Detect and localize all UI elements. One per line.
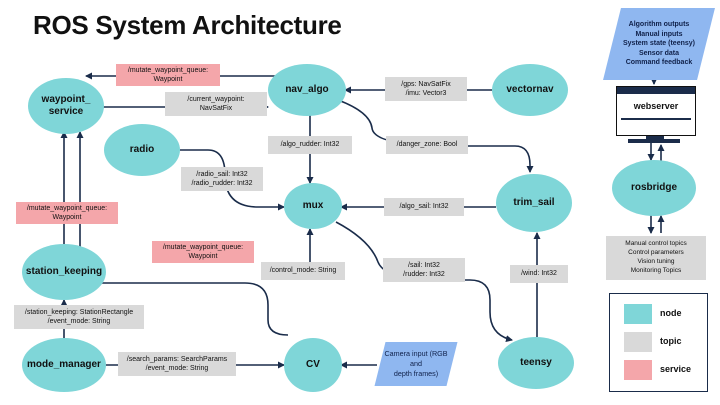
- node-cv: CV: [284, 338, 342, 392]
- topic-danger-zone: /danger_zone: Bool: [386, 136, 468, 154]
- node-vectornav-label: vectornav: [506, 83, 554, 95]
- service-mutate-left-l1: /mutate_waypoint_queue:: [26, 204, 108, 212]
- topic-event-mode-l2: /event_mode: String: [47, 318, 111, 325]
- topic-control-mode: /control_mode: String: [261, 262, 345, 280]
- node-mode-manager: mode_manager: [22, 338, 106, 392]
- camera-input-l1: Camera input (RGB and: [384, 349, 448, 369]
- node-radio-label: radio: [129, 143, 155, 155]
- legend-node-swatch: [624, 304, 652, 324]
- topic-search-params-l1: /search_params: SearchParams: [126, 355, 228, 363]
- node-mux: mux: [284, 183, 342, 229]
- topic-control-mode-label: /control_mode: String: [269, 267, 337, 275]
- topic-algo-sail-label: /algo_sail: Int32: [399, 203, 449, 211]
- algorithm-outputs-l2: Manual inputs: [635, 30, 683, 38]
- node-waypoint-service-line1: waypoint_: [41, 93, 91, 105]
- node-waypoint-service: waypoint_service: [28, 78, 104, 134]
- topic-gps-imu: /gps: NavSatFix/imu: Vector3: [385, 77, 467, 101]
- legend-service-swatch: [624, 360, 652, 380]
- node-rosbridge: rosbridge: [612, 160, 696, 216]
- topic-wind-label: /wind: Int32: [521, 270, 557, 278]
- control-topics-l3: Vision tuning: [637, 258, 675, 265]
- topic-current-waypoint-l1: /current_waypoint:: [187, 95, 245, 103]
- topic-search-params: /search_params: SearchParams/event_mode:…: [118, 352, 236, 376]
- service-mutate-top: /mutate_waypoint_queue: Waypoint: [116, 64, 220, 86]
- page-title: ROS System Architecture: [33, 10, 342, 40]
- node-radio: radio: [104, 124, 180, 176]
- service-mutate-top-l1: /mutate_waypoint_queue:: [127, 66, 209, 74]
- node-teensy-label: teensy: [520, 356, 552, 368]
- webserver-base: [628, 139, 680, 143]
- node-mux-label: mux: [302, 199, 324, 211]
- service-mutate-mid: /mutate_waypoint_queue: Waypoint: [152, 241, 254, 263]
- node-station-keeping-label: station_keeping: [25, 265, 103, 277]
- node-station-keeping: station_keeping: [22, 244, 106, 300]
- node-trim-sail: trim_sail: [496, 174, 572, 232]
- topic-radio-rudder-l2: /radio_rudder: Int32: [191, 180, 253, 187]
- topic-radio-sail-rudder: /radio_sail: Int32/radio_rudder: Int32: [181, 167, 263, 191]
- control-topics-l2: Control parameters: [628, 249, 684, 257]
- topic-current-waypoint-l2: NavSatFix: [199, 105, 233, 112]
- service-mutate-mid-l2: Waypoint: [188, 253, 218, 260]
- legend-topic-swatch: [624, 332, 652, 352]
- topic-rudder-l2: /rudder: Int32: [403, 271, 445, 278]
- node-cv-label: CV: [306, 358, 320, 370]
- legend-topic-label: topic: [660, 336, 682, 346]
- topic-search-event-mode-l2: /event_mode: String: [145, 365, 209, 372]
- topic-algo-rudder: /algo_rudder: Int32: [268, 136, 352, 154]
- algorithm-outputs-l5: Command feedback: [625, 59, 693, 67]
- topic-imu-l2: /imu: Vector3: [405, 90, 447, 97]
- webserver-stripe: [621, 118, 691, 120]
- node-vectornav: vectornav: [492, 64, 568, 116]
- topic-algo-rudder-label: /algo_rudder: Int32: [280, 141, 340, 149]
- algorithm-outputs-l1: Algorithm outputs: [628, 21, 690, 29]
- control-topics-l4: Monitoring Topics: [630, 266, 682, 274]
- node-waypoint-service-line2: service: [48, 106, 84, 117]
- node-nav-algo-label: nav_algo: [285, 83, 329, 95]
- topic-sail-l1: /sail: Int32: [408, 261, 440, 269]
- algorithm-outputs-l4: Sensor data: [638, 49, 680, 57]
- camera-input-l2: depth frames): [393, 368, 439, 378]
- service-mutate-left: /mutate_waypoint_queue: Waypoint: [16, 202, 118, 224]
- service-mutate-left-l2: Waypoint: [52, 214, 82, 221]
- algorithm-outputs-l3: System state (teensy): [623, 40, 695, 48]
- webserver-monitor-icon: webserver: [616, 86, 696, 136]
- node-rosbridge-label: rosbridge: [630, 181, 678, 193]
- topic-algo-sail: /algo_sail: Int32: [384, 198, 464, 216]
- webserver-stand: [646, 134, 664, 140]
- legend-service-label: service: [660, 364, 692, 374]
- node-nav-algo: nav_algo: [268, 64, 346, 116]
- topic-danger-zone-label: /danger_zone: Bool: [396, 141, 458, 149]
- topic-radio-sail-l1: /radio_sail: Int32: [196, 170, 248, 178]
- node-teensy: teensy: [498, 337, 574, 389]
- control-topics-box: Manual control topics Control parameters…: [606, 236, 706, 280]
- topic-current-waypoint: /current_waypoint: NavSatFix: [165, 92, 267, 116]
- topic-wind: /wind: Int32: [510, 265, 568, 283]
- control-topics-l1: Manual control topics: [625, 240, 687, 248]
- legend-node-label: node: [660, 308, 682, 318]
- topic-station-keeping-event: /station_keeping: StationRectangle/event…: [14, 305, 144, 329]
- node-mode-manager-label: mode_manager: [27, 358, 101, 370]
- topic-sail-rudder: /sail: Int32/rudder: Int32: [383, 258, 465, 282]
- legend: node topic service: [609, 293, 708, 392]
- external-algorithm-outputs: Algorithm outputs Manual inputs System s…: [612, 8, 706, 80]
- service-mutate-mid-l1: /mutate_waypoint_queue:: [162, 243, 244, 251]
- webserver-label: webserver: [633, 101, 679, 111]
- node-trim-sail-label: trim_sail: [513, 196, 555, 208]
- topic-station-keeping-l1: /station_keeping: StationRectangle: [24, 308, 134, 316]
- service-mutate-top-l2: Waypoint: [153, 76, 183, 83]
- topic-gps-l1: /gps: NavSatFix: [401, 80, 451, 88]
- webserver-titlebar: [617, 87, 695, 94]
